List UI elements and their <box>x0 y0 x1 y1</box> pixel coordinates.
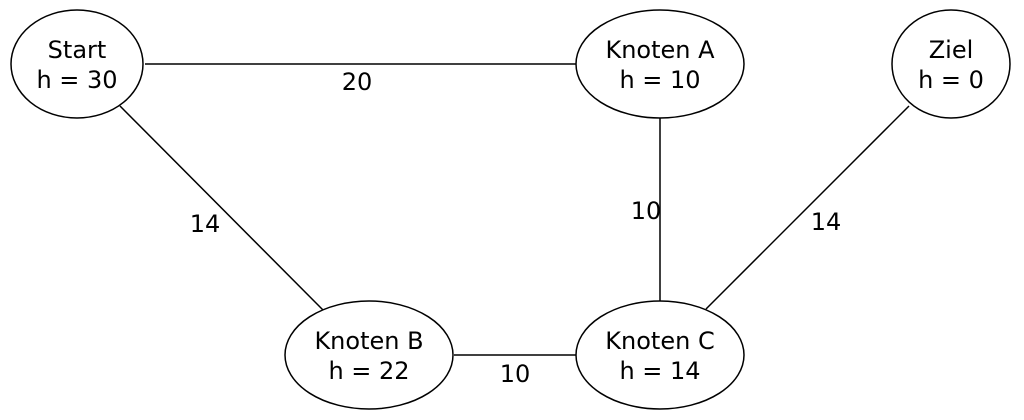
edge-weight-ziel-knoten-c: 14 <box>811 208 842 236</box>
node-knoten-a: Knoten A h = 10 <box>575 9 745 119</box>
node-start-heuristic: h = 30 <box>36 66 117 94</box>
node-knoten-a-name: Knoten A <box>605 36 715 64</box>
edge-start-knoten-b <box>119 105 324 311</box>
edge-weight-start-knoten-b: 14 <box>190 210 221 238</box>
edge-ziel-knoten-c <box>705 105 910 310</box>
node-ziel-heuristic: h = 0 <box>918 66 984 94</box>
node-knoten-c-name: Knoten C <box>605 327 714 355</box>
node-knoten-b: Knoten B h = 22 <box>284 300 454 410</box>
node-ziel: Ziel h = 0 <box>891 9 1011 119</box>
node-knoten-c-heuristic: h = 14 <box>619 357 700 385</box>
node-knoten-a-heuristic: h = 10 <box>619 66 700 94</box>
edge-weight-knoten-a-knoten-c: 10 <box>631 197 662 225</box>
node-knoten-b-name: Knoten B <box>314 327 423 355</box>
node-ziel-name: Ziel <box>929 36 974 64</box>
node-start-name: Start <box>48 36 107 64</box>
node-knoten-c: Knoten C h = 14 <box>575 300 745 410</box>
node-knoten-b-heuristic: h = 22 <box>328 357 409 385</box>
edge-weight-knoten-b-knoten-c: 10 <box>500 360 531 388</box>
node-start: Start h = 30 <box>10 9 144 119</box>
edge-weight-start-knoten-a: 20 <box>342 68 373 96</box>
